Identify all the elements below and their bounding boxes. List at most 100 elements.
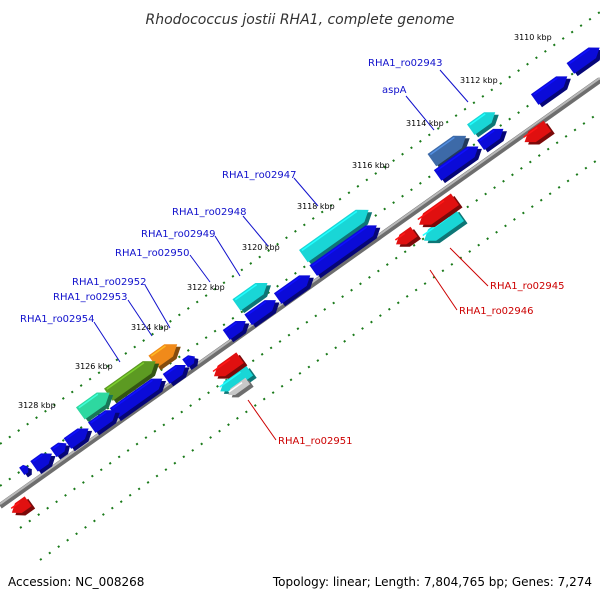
gene-label-ro02946[interactable]: RHA1_ro02946 (459, 306, 534, 317)
feature-lower-a-highlight (165, 366, 178, 376)
feature-red-bottom-left[interactable] (8, 495, 36, 520)
feature-ro02953-highlight (106, 362, 145, 390)
tick-label: 3112 kbp (460, 76, 498, 85)
feature-red-small-body (396, 226, 418, 245)
feature-small-arrow-a-highlight (184, 356, 190, 361)
feature-lower-c-body (88, 410, 117, 433)
feature-lower-c[interactable] (88, 404, 124, 436)
feature-ro02946[interactable] (415, 193, 463, 234)
feature-red-top-right[interactable] (521, 120, 555, 151)
leader-line-ro02949 (214, 235, 241, 277)
feature-lower-f[interactable] (30, 447, 59, 475)
feature-lower-b[interactable] (109, 372, 170, 422)
feature-red-top-right-body (524, 120, 552, 143)
tick-label: 3128 kbp (18, 401, 56, 410)
gene-label-ro02949[interactable]: RHA1_ro02949 (141, 229, 216, 240)
feature-red-bottom-left-highlight (10, 501, 20, 509)
feature-lower-d[interactable] (63, 422, 96, 452)
leader-line-ro02950 (189, 254, 211, 283)
gene-label-ro02945[interactable]: RHA1_ro02945 (490, 281, 565, 292)
feature-ro02952-highlight (150, 345, 166, 357)
feature-ro02946-highlight (417, 200, 445, 221)
tick-label: 3116 kbp (352, 161, 390, 170)
feature-aspa-lower[interactable] (433, 140, 486, 184)
feature-ro02950[interactable] (222, 315, 253, 343)
feature-lower-e[interactable] (50, 438, 73, 460)
feature-mid-a[interactable] (273, 269, 318, 307)
gene-label-aspa[interactable]: aspA (382, 85, 407, 96)
feature-lower-e-body (50, 442, 67, 458)
feature-lower-d-highlight (65, 429, 80, 440)
leader-line-ro02954 (93, 321, 121, 363)
feature-mid-b-highlight (246, 301, 267, 316)
gene-label-ro02948[interactable]: RHA1_ro02948 (172, 207, 247, 218)
feature-below-947[interactable] (309, 219, 384, 279)
tick-labels: 3110 kbp 3112 kbp 3114 kbp 3116 kbp 3118… (18, 33, 552, 410)
feature-ro02945-body (424, 209, 464, 241)
gene-label-ro02943[interactable]: RHA1_ro02943 (368, 58, 443, 69)
feature-lower-f-body (30, 453, 52, 472)
feature-ro02951-grey-body (228, 377, 251, 395)
feature-aspa-highlight (429, 136, 455, 156)
outer-dotted-track-bottom (39, 157, 600, 561)
feature-ro02947-highlight (301, 210, 358, 252)
gene-label-ro02954[interactable]: RHA1_ro02954 (20, 314, 95, 325)
feature-top-right-a-body (530, 76, 568, 105)
feature-ro02951-body (220, 365, 254, 392)
feature-lower-b-highlight (112, 379, 153, 410)
gene-label-ro02951[interactable]: RHA1_ro02951 (278, 436, 353, 447)
feature-small-arrow-a[interactable] (182, 352, 201, 371)
outer-dotted-track-top (0, 11, 600, 445)
feature-lower-b-body (109, 378, 163, 419)
feature-ro02947-body (299, 209, 369, 263)
feature-below-947-body (309, 225, 377, 276)
feature-ro02951-grey-highlight (228, 382, 243, 393)
tick-label: 3110 kbp (514, 33, 552, 42)
feature-lower-a[interactable] (162, 359, 193, 387)
feature-ro02949-body (232, 282, 268, 311)
feature-ro02951-grey[interactable] (226, 377, 254, 402)
feature-red-mid[interactable] (210, 352, 248, 385)
feature-ro02953[interactable] (104, 354, 164, 404)
feature-red-small-highlight (394, 232, 406, 241)
feature-top-right-b-highlight (568, 48, 591, 65)
feature-below-947-highlight (311, 226, 368, 267)
tick-label: 3124 kbp (131, 323, 169, 332)
feature-ro02949[interactable] (232, 276, 275, 314)
gene-label-ro02947[interactable]: RHA1_ro02947 (222, 170, 297, 181)
gene-features (8, 41, 600, 520)
feature-top-right-a-highlight (533, 77, 558, 96)
map-title: Rhodococcus jostii RHA1, complete genome (145, 12, 454, 28)
feature-mid-b[interactable] (244, 294, 283, 328)
feature-right-small-highlight (479, 129, 495, 142)
leader-line-ro02953 (127, 299, 153, 337)
feature-ro02943-highlight (469, 113, 486, 126)
feature-ro02943[interactable] (467, 106, 503, 138)
gene-label-ro02952[interactable]: RHA1_ro02952 (72, 277, 147, 288)
feature-lower-c-highlight (90, 411, 107, 424)
leader-line-ro02948 (242, 215, 269, 247)
feature-top-right-a[interactable] (530, 70, 575, 108)
feature-ro02954[interactable] (75, 386, 118, 423)
leader-line-ro02951 (247, 399, 277, 441)
feature-ro02954-highlight (78, 393, 99, 409)
dotted-tracks (0, 11, 600, 561)
feature-red-bottom-left-body (11, 496, 32, 514)
tick-label: 3114 kbp (406, 119, 444, 128)
feature-red-small[interactable] (393, 226, 421, 253)
feature-small-arrow-b[interactable] (19, 462, 34, 478)
gene-label-ro02953[interactable]: RHA1_ro02953 (53, 292, 128, 303)
feature-aspa[interactable] (427, 129, 474, 170)
feature-lower-e-highlight (52, 443, 60, 450)
feature-ro02949-highlight (234, 283, 258, 301)
feature-ro02952[interactable] (148, 337, 185, 371)
feature-lower-a-body (162, 365, 186, 384)
feature-aspa-body (427, 135, 467, 167)
leader-lines (93, 69, 489, 441)
feature-ro02947[interactable] (299, 203, 376, 266)
feature-top-right-b[interactable] (566, 41, 600, 77)
feature-right-small[interactable] (477, 123, 510, 153)
tick-label: 3118 kbp (297, 202, 335, 211)
gene-label-ro02950[interactable]: RHA1_ro02950 (115, 248, 190, 259)
